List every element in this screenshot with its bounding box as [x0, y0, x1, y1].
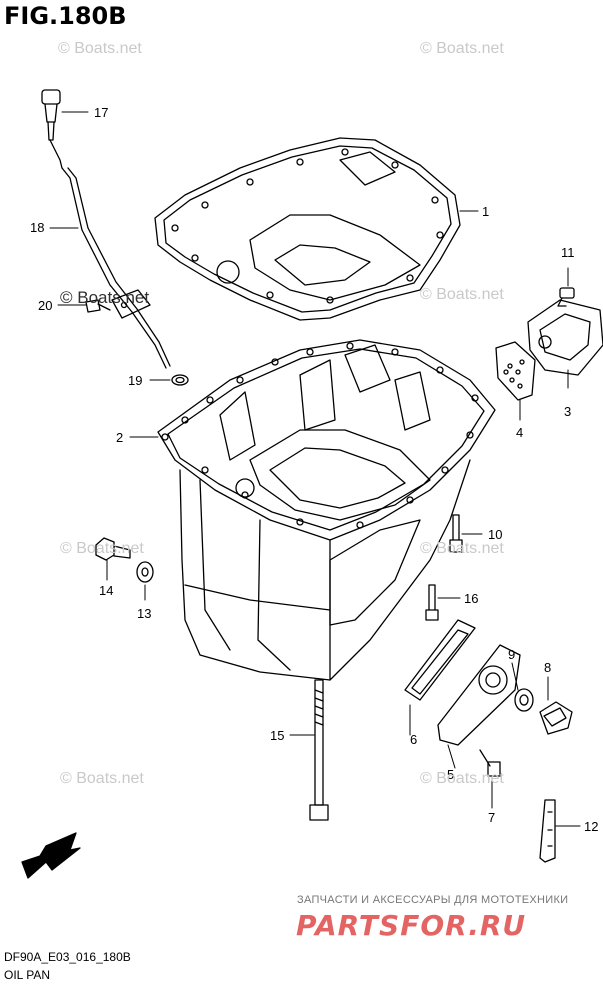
figure-code: DF90A_E03_016_180B: [4, 950, 131, 964]
figure-title: FIG.180B: [4, 2, 127, 30]
watermark: © Boats.net: [420, 770, 504, 787]
part-6-cover-gasket[interactable]: [404, 619, 476, 701]
callout-19[interactable]: 19: [128, 373, 143, 388]
part-15-stud-bolt[interactable]: [309, 679, 329, 821]
watermark: © Boats.net: [60, 288, 150, 307]
part-16-bolt[interactable]: [425, 584, 439, 621]
callout-18[interactable]: 18: [30, 220, 45, 235]
part-13-gasket[interactable]: [136, 561, 154, 583]
part-3-oil-strainer[interactable]: [527, 299, 603, 376]
part-7-bolt[interactable]: [479, 749, 501, 777]
watermark: © Boats.net: [58, 40, 142, 57]
watermark: © Boats.net: [60, 540, 144, 557]
callout-12[interactable]: 12: [584, 819, 599, 834]
callout-7[interactable]: 7: [488, 810, 496, 825]
part-4-strainer-gasket[interactable]: [495, 341, 536, 401]
watermark: © Boats.net: [420, 540, 504, 557]
watermark: © Boats.net: [420, 40, 504, 57]
watermark: © Boats.net: [60, 770, 144, 787]
callout-3[interactable]: 3: [564, 404, 572, 419]
figure-caption: OIL PAN: [4, 968, 51, 982]
callout-6[interactable]: 6: [410, 732, 418, 747]
callout-16[interactable]: 16: [464, 591, 479, 606]
callout-14[interactable]: 14: [99, 583, 114, 598]
part-18-dipstick-tube[interactable]: [61, 167, 171, 369]
part-20-bolt[interactable]: [85, 299, 111, 313]
part-9-gasket[interactable]: [514, 688, 534, 712]
part-14-drain-plug[interactable]: [95, 537, 131, 561]
callout-4[interactable]: 4: [516, 425, 524, 440]
part-19-o-ring[interactable]: [171, 374, 189, 386]
callout-17[interactable]: 17: [94, 105, 109, 120]
shop-subtitle: ЗАПЧАСТИ И АКСЕССУАРЫ ДЛЯ МОТОТЕХНИКИ: [297, 894, 569, 906]
callout-9[interactable]: 9: [508, 647, 516, 662]
part-17-dipstick[interactable]: [41, 89, 63, 169]
callout-11[interactable]: 11: [561, 245, 575, 260]
callout-5[interactable]: 5: [447, 767, 455, 782]
callout-10[interactable]: 10: [488, 527, 503, 542]
part-11-bolt[interactable]: [557, 287, 575, 307]
part-2-oil-pan[interactable]: [157, 339, 496, 681]
leader-lines: [49, 111, 581, 827]
part-10-bolt[interactable]: [449, 514, 463, 553]
part-1-gasket[interactable]: [154, 137, 461, 321]
callout-2[interactable]: 2: [116, 430, 124, 445]
fwd-arrow: FWD: [21, 832, 81, 879]
callout-8[interactable]: 8: [544, 660, 552, 675]
callout-1[interactable]: 1: [482, 204, 490, 219]
shop-logo: PARTSFOR.RU: [296, 909, 527, 942]
part-12-clip[interactable]: [539, 799, 556, 863]
part-8-oil-filler-cap[interactable]: [539, 701, 573, 735]
callout-20[interactable]: 20: [38, 298, 53, 313]
watermark: © Boats.net: [420, 286, 504, 303]
part-5-cover[interactable]: [437, 644, 521, 746]
callout-15[interactable]: 15: [270, 728, 285, 743]
callout-13[interactable]: 13: [137, 606, 152, 621]
